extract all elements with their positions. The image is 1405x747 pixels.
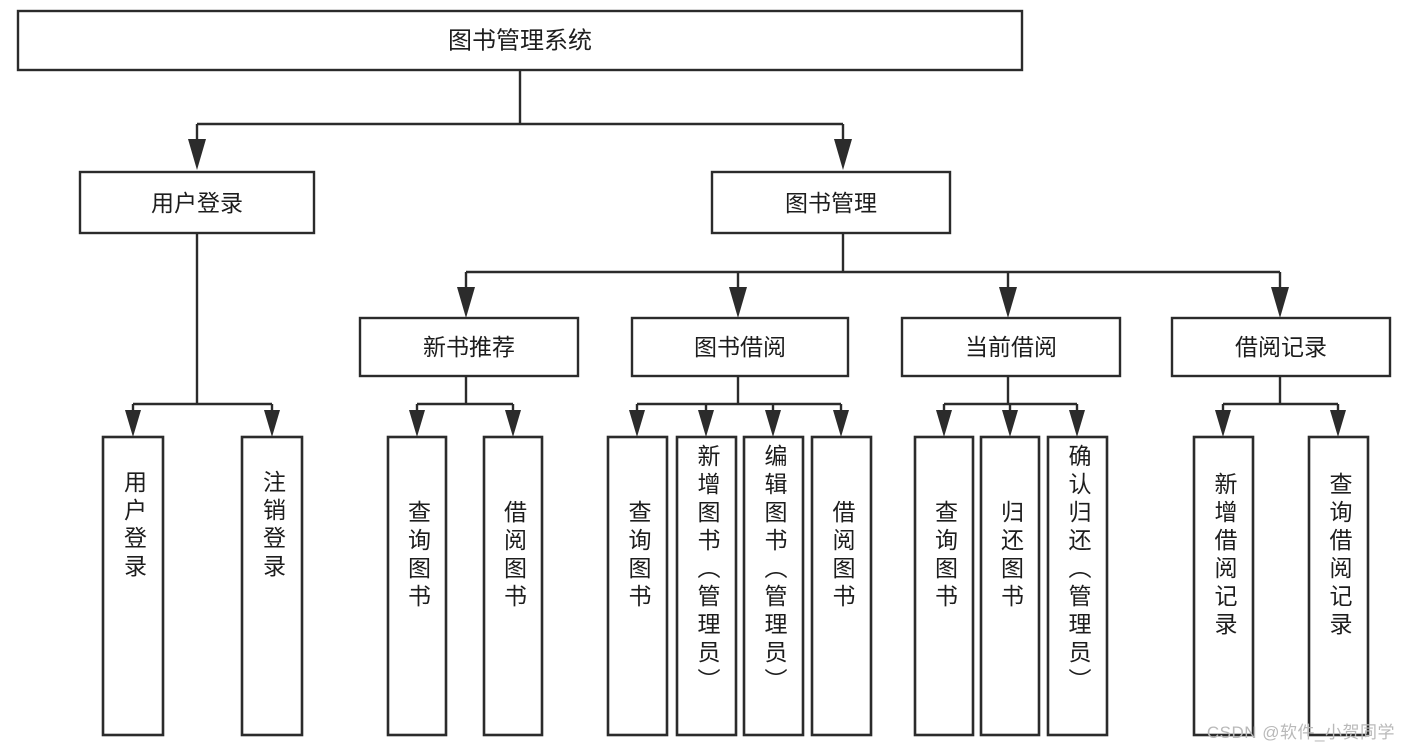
leaf-box-user-login-0[interactable]	[101, 435, 165, 737]
connector-borrow-record-children	[1215, 376, 1346, 437]
leaf-box-borrow-record-0[interactable]	[1192, 435, 1255, 737]
node-root-label: 图书管理系统	[448, 28, 592, 55]
connector-current-borrow-children	[936, 376, 1085, 437]
node-borrow-record[interactable]: 借阅记录	[1170, 316, 1392, 378]
leaf-box-user-login-1[interactable]	[240, 435, 304, 737]
node-book-borrow-label: 图书借阅	[694, 334, 786, 360]
node-book-management[interactable]: 图书管理	[710, 170, 952, 235]
node-book-borrow[interactable]: 图书借阅	[630, 316, 850, 378]
connector-user-login-children	[125, 233, 280, 437]
leaf-box-current-borrow-2[interactable]	[1046, 435, 1109, 737]
node-book-management-label: 图书管理	[785, 190, 877, 216]
connector-book-borrow-children	[629, 376, 849, 437]
leaf-box-book-borrow-1[interactable]	[675, 435, 738, 737]
leaf-box-book-borrow-2[interactable]	[742, 435, 805, 737]
leaf-box-book-borrow-3[interactable]	[810, 435, 873, 737]
node-current-borrow-label: 当前借阅	[965, 334, 1057, 360]
node-user-login[interactable]: 用户登录	[78, 170, 316, 235]
connector-root-to-level2	[188, 70, 852, 170]
leaf-box-book-borrow-0[interactable]	[606, 435, 669, 737]
node-root[interactable]: 图书管理系统	[16, 9, 1024, 72]
connector-new-book-children	[409, 376, 521, 437]
node-new-book-recommend-label: 新书推荐	[423, 334, 515, 360]
leaf-box-new-book-1[interactable]	[482, 435, 544, 737]
node-current-borrow[interactable]: 当前借阅	[900, 316, 1122, 378]
leaf-box-current-borrow-1[interactable]	[979, 435, 1041, 737]
connector-level2-to-level3	[457, 233, 1289, 318]
leaf-box-new-book-0[interactable]	[386, 435, 448, 737]
watermark-text: CSDN @软件_小贺同学	[1206, 723, 1395, 742]
leaf-boxes	[101, 435, 1370, 737]
node-new-book-recommend[interactable]: 新书推荐	[358, 316, 580, 378]
node-borrow-record-label: 借阅记录	[1235, 334, 1327, 360]
leaf-box-current-borrow-0[interactable]	[913, 435, 975, 737]
leaf-box-borrow-record-1[interactable]	[1307, 435, 1370, 737]
node-user-login-label: 用户登录	[151, 190, 243, 216]
